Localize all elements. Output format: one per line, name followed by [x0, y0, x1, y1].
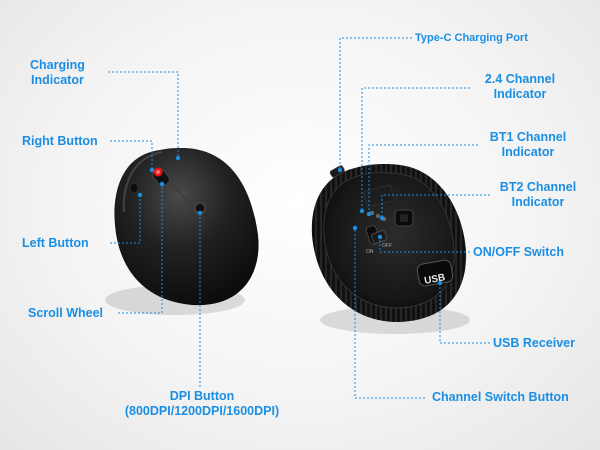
label-bt2-channel: BT2 Channel Indicator	[499, 180, 577, 209]
led-bt1	[375, 213, 381, 219]
side-button	[129, 182, 139, 194]
switch-off-text: OFF	[382, 243, 392, 249]
leader-lines-right	[339, 37, 490, 399]
mouse-bottom-view: ON OFF USB	[311, 164, 470, 334]
label-channel-switch: Channel Switch Button	[432, 390, 569, 404]
label-onoff-switch: ON/OFF Switch	[473, 245, 564, 259]
leader-dots-right	[337, 167, 443, 286]
label-usb-receiver: USB Receiver	[493, 336, 575, 350]
label-24-channel: 2.4 Channel Indicator	[484, 72, 556, 101]
label-scroll-wheel: Scroll Wheel	[28, 306, 104, 320]
usb-receiver-slot	[416, 259, 454, 287]
label-type-c-port: Type-C Charging Port	[415, 32, 528, 44]
leader-lines-left	[108, 71, 201, 388]
label-left-button: Left Button	[22, 236, 89, 250]
label-bt1-channel: BT1 Channel Indicator	[489, 130, 567, 159]
label-right-button: Right Button	[22, 134, 98, 148]
leader-dots-left	[137, 155, 203, 216]
label-dpi-button: DPI Button (800DPI/1200DPI/1600DPI)	[124, 389, 280, 418]
label-charging-indicator: Charging Indicator	[30, 58, 85, 87]
switch-on-text: ON	[366, 249, 374, 255]
mouse-shell	[114, 148, 259, 306]
mouse-top-view	[105, 148, 259, 315]
